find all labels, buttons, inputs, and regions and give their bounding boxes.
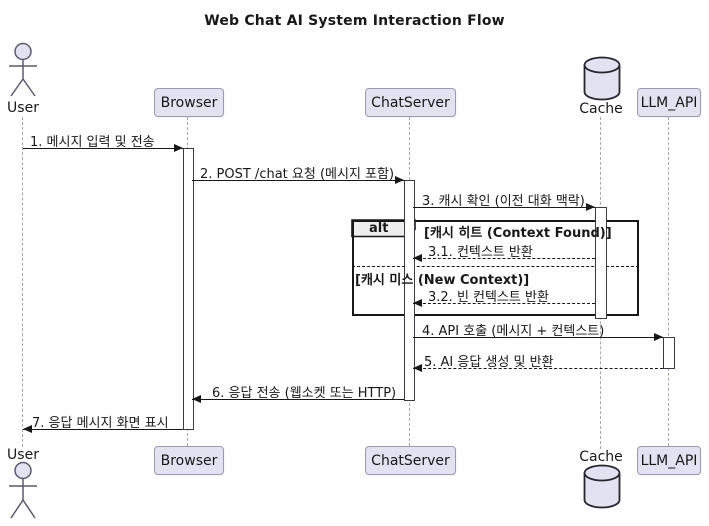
message-5-label: 5. AI 응답 생성 및 반환	[424, 355, 554, 370]
participant-label-browser-bottom: Browser	[160, 452, 218, 469]
message-3-2-line	[413, 303, 595, 304]
participant-label-user-top: User	[7, 100, 39, 116]
activation-bar-chatserver	[404, 180, 415, 401]
activation-bar-llm-api	[663, 337, 675, 369]
message-2-arrowhead	[395, 176, 404, 184]
diagram-title: Web Chat AI System Interaction Flow	[204, 13, 505, 29]
actor-icon-user-bottom	[9, 461, 37, 519]
guard-cache-hit: [캐시 히트 (Context Found)]	[424, 226, 612, 241]
message-3-2-arrowhead	[413, 299, 422, 307]
participant-label-cache-top: Cache	[579, 101, 623, 117]
message-2-label: 2. POST /chat 요청 (메시지 포함)	[200, 167, 395, 182]
message-5-line	[413, 368, 663, 369]
participant-label-browser-top: Browser	[160, 94, 218, 111]
message-5-arrowhead	[413, 364, 422, 372]
message-6-line	[192, 399, 404, 400]
database-icon-cache-bottom	[583, 464, 621, 509]
participant-box-llm-api-top: LLM_API	[637, 88, 701, 117]
message-1-arrowhead	[174, 144, 183, 152]
message-3-2-label: 3.2. 빈 컨텍스트 반환	[428, 290, 549, 305]
lifeline-llm-api	[668, 117, 669, 446]
activation-bar-cache	[595, 207, 607, 319]
message-7-label: 7. 응답 메시지 화면 표시	[32, 416, 169, 431]
participant-label-chatserver-top: ChatServer	[371, 94, 450, 111]
participant-box-chatserver-top: ChatServer	[365, 88, 456, 117]
message-3-1-label: 3.1. 컨텍스트 반환	[428, 245, 533, 260]
participant-label-chatserver-bottom: ChatServer	[371, 452, 450, 469]
guard-cache-miss: [캐시 미스 (New Context)]	[355, 273, 530, 288]
alt-operator-label: alt	[369, 221, 389, 236]
actor-icon-user-top	[9, 42, 37, 97]
message-3-line	[413, 207, 595, 208]
message-7-arrowhead	[23, 425, 32, 433]
activation-bar-browser	[183, 148, 194, 430]
message-3-1-arrowhead	[413, 254, 422, 262]
participant-box-browser-top: Browser	[154, 88, 224, 117]
lifeline-user	[22, 117, 23, 447]
message-7-line	[23, 429, 183, 430]
message-3-1-line	[413, 258, 595, 259]
message-1-line	[23, 148, 183, 149]
message-6-arrowhead	[192, 395, 201, 403]
message-4-label: 4. API 호출 (메시지 + 컨텍스트)	[422, 324, 605, 339]
alt-fragment-divider	[352, 266, 639, 267]
participant-label-llm-api-bottom: LLM_API	[640, 452, 698, 469]
message-4-line	[413, 337, 663, 338]
message-4-arrowhead	[654, 333, 663, 341]
message-1-label: 1. 메시지 입력 및 전송	[30, 135, 155, 150]
message-2-line	[192, 180, 404, 181]
participant-label-llm-api-top: LLM_API	[640, 94, 698, 111]
participant-box-browser-bottom: Browser	[154, 446, 224, 475]
database-icon-cache-top	[583, 56, 621, 101]
participant-box-llm-api-bottom: LLM_API	[637, 446, 701, 475]
alt-fragment	[352, 220, 639, 316]
participant-box-chatserver-bottom: ChatServer	[365, 446, 456, 475]
message-3-label: 3. 캐시 확인 (이전 대화 맥락)	[422, 194, 585, 209]
message-3-arrowhead	[586, 203, 595, 211]
participant-label-cache-bottom: Cache	[579, 449, 623, 465]
participant-label-user-bottom: User	[7, 447, 39, 463]
message-6-label: 6. 응답 전송 (웹소켓 또는 HTTP)	[212, 386, 397, 401]
